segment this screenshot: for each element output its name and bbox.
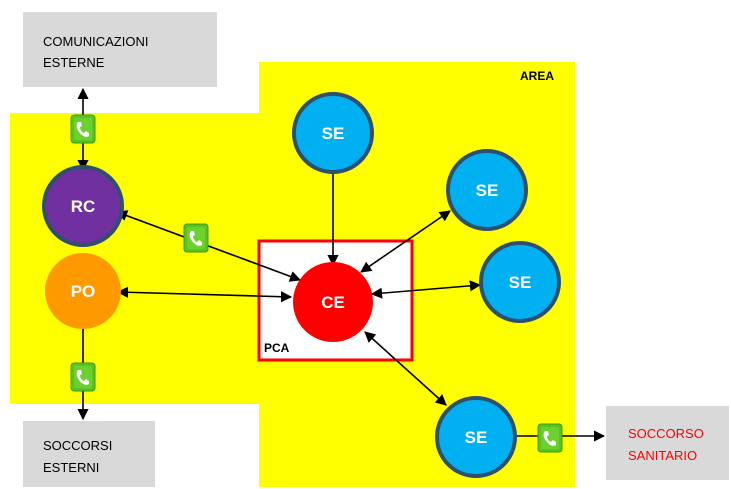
node-po: PO (45, 253, 121, 329)
medical-rescue-line2: SANITARIO (628, 448, 697, 463)
external-communications-box: COMUNICAZIONI ESTERNE (23, 12, 217, 87)
node-se-bottom: SE (435, 396, 517, 478)
edge-rc-ce (115, 210, 302, 282)
phone-icon (70, 362, 96, 392)
edge-po-ce (116, 286, 293, 303)
external-communications-line1: COMUNICAZIONI (43, 34, 148, 49)
node-rc: RC (42, 165, 124, 247)
node-rc-label: RC (71, 197, 96, 216)
node-se-top-label: SE (322, 124, 345, 143)
medical-rescue-line1: SOCCORSO (628, 426, 704, 441)
edge-ce-se-mid-right (370, 280, 482, 299)
pca-label: PCA (264, 341, 290, 355)
node-se-upper-right-label: SE (476, 181, 499, 200)
node-se-mid-right-label: SE (509, 273, 532, 292)
medical-rescue-box: SOCCORSO SANITARIO (606, 406, 729, 480)
edge-ce-se-upper-right (360, 210, 451, 273)
phone-icon (183, 223, 209, 253)
node-se-upper-right: SE (446, 149, 528, 231)
area-label: AREA (520, 69, 554, 83)
node-se-top: SE (292, 92, 374, 174)
external-rescue-line1: SOCCORSI (43, 438, 112, 453)
node-po-label: PO (71, 282, 96, 301)
external-rescue-box: SOCCORSI ESTERNI (23, 421, 155, 487)
node-ce: CE (293, 262, 373, 342)
node-ce-label: CE (321, 293, 345, 312)
phone-icon (70, 114, 96, 144)
phone-icon (537, 423, 563, 453)
external-communications-line2: ESTERNE (43, 55, 105, 70)
edge-ce-se-bottom (364, 331, 447, 406)
node-se-mid-right: SE (479, 241, 561, 323)
node-se-bottom-label: SE (465, 428, 488, 447)
external-rescue-line2: ESTERNI (43, 460, 99, 475)
